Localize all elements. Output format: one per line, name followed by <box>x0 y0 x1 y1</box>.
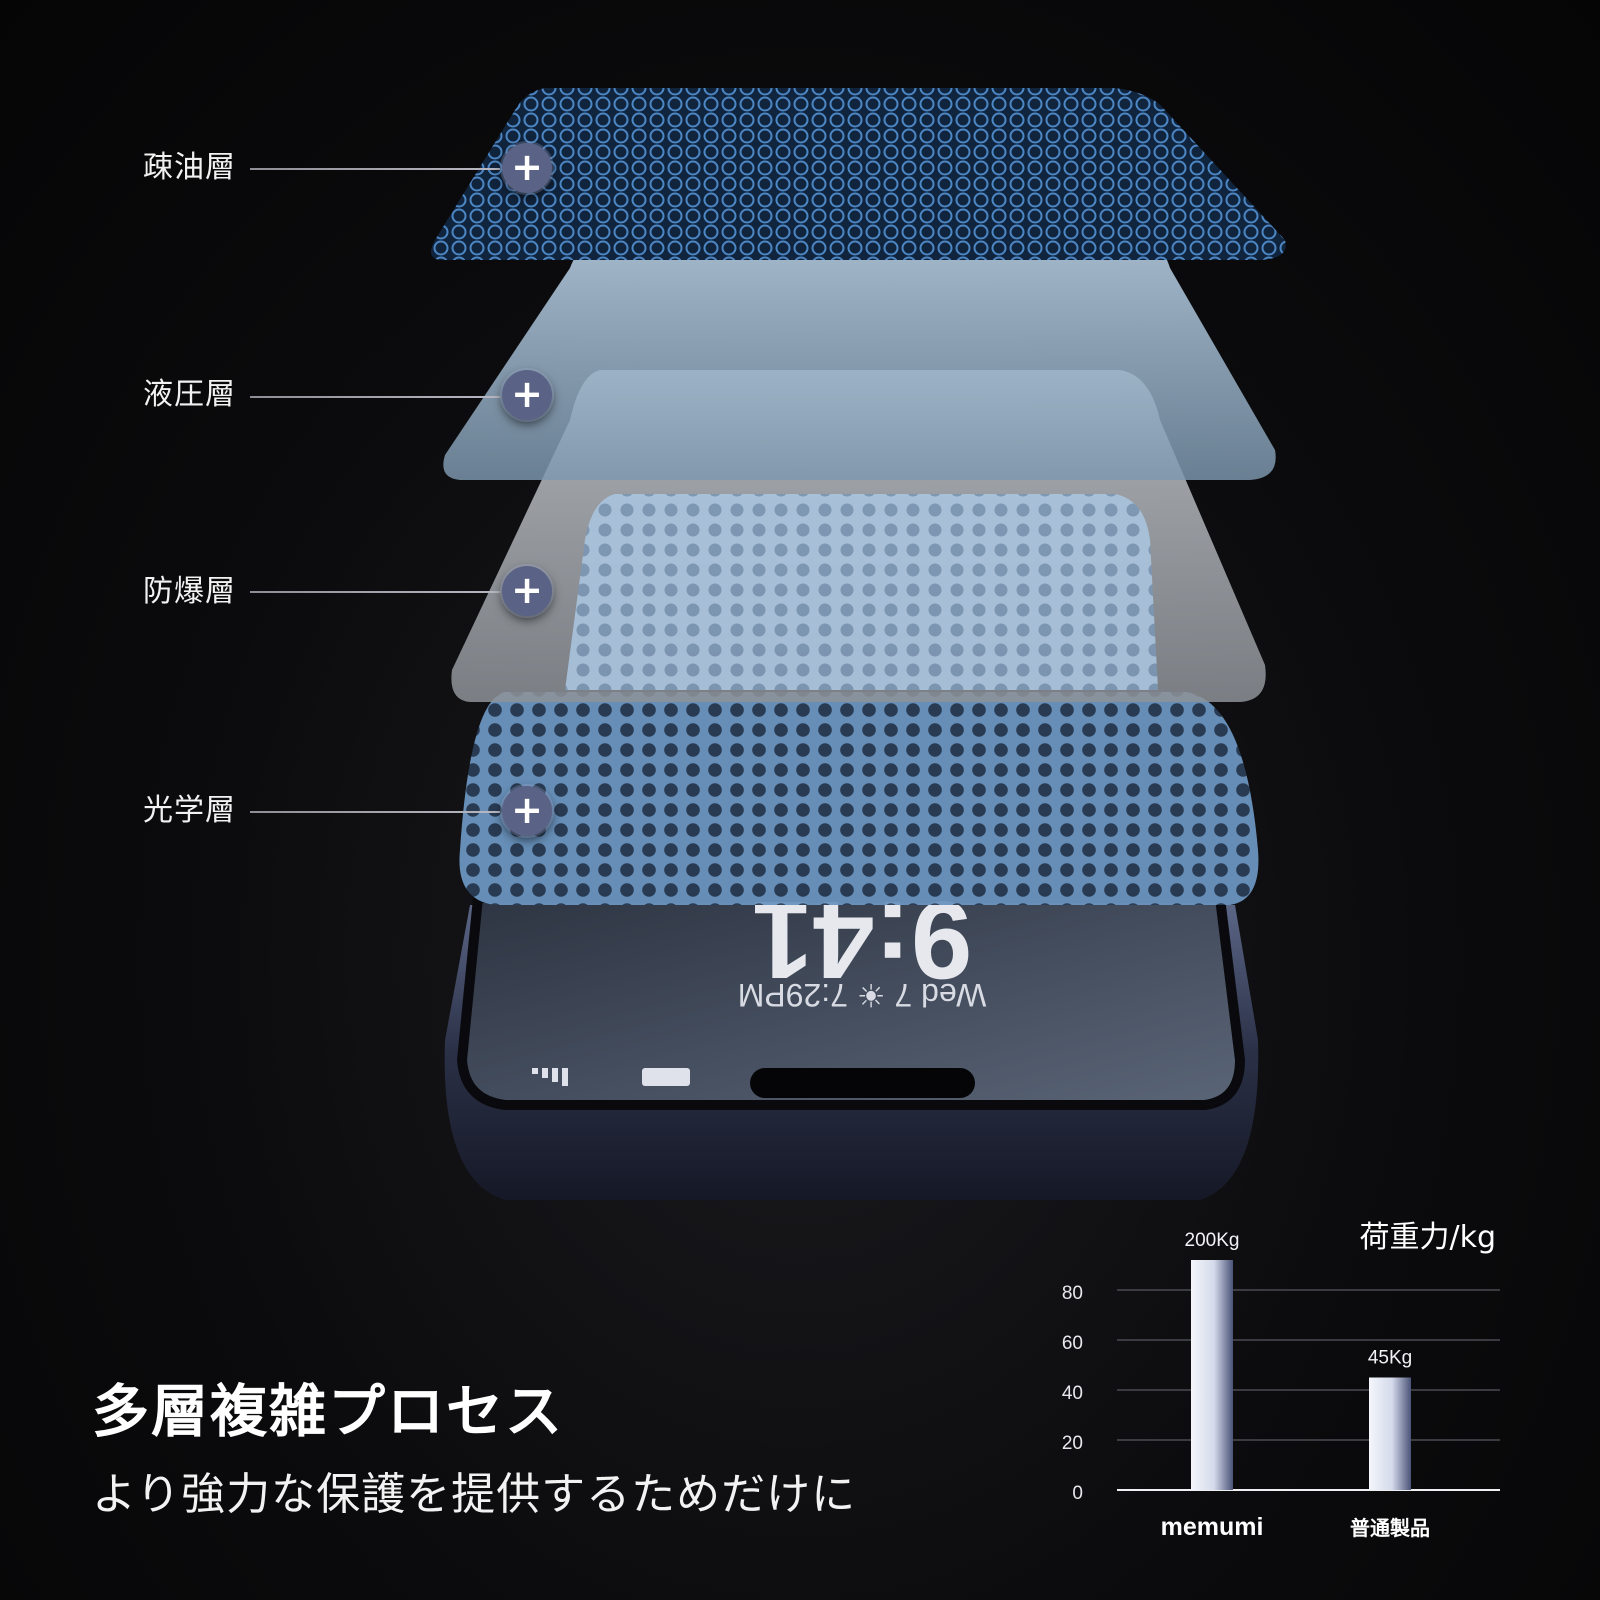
bar <box>1369 1377 1411 1490</box>
layer-label-oleophobic: 疎油層 <box>143 150 236 185</box>
data-label: 45Kg <box>1368 1348 1412 1369</box>
leader-line <box>250 168 500 170</box>
bar <box>1191 1260 1233 1490</box>
expand-optical-button[interactable]: + <box>502 786 552 836</box>
subheadline: より強力な保護を提供するためだけに <box>92 1469 857 1520</box>
y-tick-label: 0 <box>1072 1483 1083 1504</box>
expand-oleophobic-button[interactable]: + <box>502 143 552 193</box>
dynamic-island <box>750 1068 975 1098</box>
mesh-overlay <box>565 494 1158 690</box>
layer-label-optical: 光学層 <box>143 793 236 828</box>
y-tick-label: 60 <box>1062 1333 1083 1354</box>
expand-explosion-proof-button[interactable]: + <box>502 566 552 616</box>
leader-line <box>250 591 500 593</box>
oleophobic-layer <box>431 88 1286 260</box>
optical-layer <box>459 692 1259 905</box>
category-label: 普通製品 <box>1350 1516 1430 1540</box>
hydraulic-layer <box>443 232 1276 480</box>
leader-line <box>250 396 500 398</box>
lockscreen-date: Wed 7 ☀ 7:29PM <box>738 977 987 1013</box>
y-tick-label: 20 <box>1062 1433 1083 1454</box>
phone-screen <box>456 893 1246 1110</box>
layer-label-hydraulic: 液圧層 <box>143 377 236 412</box>
load-capacity-chart: 0 20 40 60 80 200Kg memumi 45Kg 普通製品 荷重力/kg <box>1062 1220 1500 1541</box>
expand-hydraulic-button[interactable]: + <box>502 370 552 420</box>
data-label: 200Kg <box>1185 1230 1240 1251</box>
headline: 多層複雑プロセス <box>92 1379 564 1445</box>
layer-label-explosion-proof: 防爆層 <box>143 574 236 609</box>
chart-title: 荷重力/kg <box>1359 1220 1496 1255</box>
category-label: memumi <box>1161 1513 1264 1541</box>
y-tick-label: 80 <box>1062 1283 1083 1304</box>
y-tick-label: 40 <box>1062 1383 1083 1404</box>
leader-line <box>250 811 500 813</box>
status-bar-icons <box>532 1068 690 1086</box>
